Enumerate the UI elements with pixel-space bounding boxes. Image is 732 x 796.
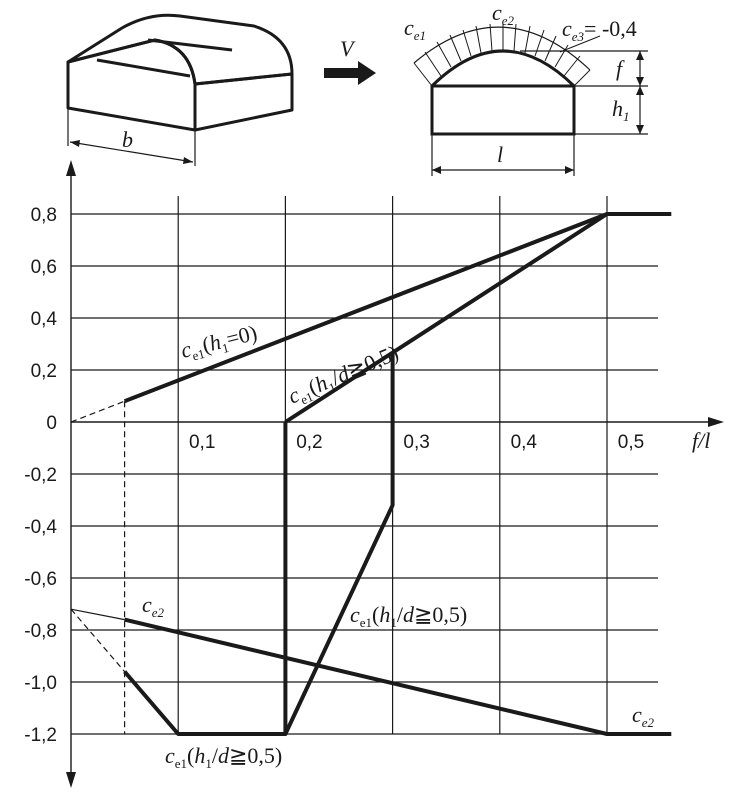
pressure-zone-hatch	[413, 23, 591, 87]
h1-label: h1	[612, 96, 630, 124]
y-axis-arrow-up-icon	[66, 160, 76, 176]
tick-labels: 0,8 0,6 0,4 0,2 0 -0,2 -0,4 -0,6 -0,8 -1,0 -1,2 0,1…	[24, 205, 644, 746]
grid	[71, 196, 658, 735]
wind-arrow-icon	[324, 61, 376, 85]
b-dimension-line	[69, 141, 194, 163]
label-ce1-upper: ce1(h1/d≧0,5)	[284, 340, 403, 412]
y-tick-label-10: -1,2	[24, 725, 57, 746]
y-tick-label-0: 0,8	[31, 205, 57, 226]
series-line-1	[284, 212, 609, 424]
building-sketch	[66, 13, 294, 166]
x-tick-label-0: 0,1	[189, 432, 215, 453]
series-line-4	[124, 617, 672, 736]
section-roof-arch	[430, 49, 576, 88]
series-extension-0	[70, 400, 125, 423]
l-arrow-right	[565, 166, 574, 174]
series-line-0	[123, 212, 672, 404]
wind-arrow	[324, 61, 376, 85]
y-tick-label-1: 0,6	[31, 257, 57, 278]
label-ce1-h1-0: ce1(h1=0)	[178, 320, 260, 366]
label-ce1-lower: ce1(h1/d≧0,5)	[165, 743, 282, 771]
l-arrow-left	[432, 166, 441, 174]
b-arrow-right	[183, 157, 193, 164]
ce3-leader	[559, 35, 601, 53]
y-tick-label-3: 0,2	[31, 361, 57, 382]
section-walls	[430, 84, 576, 136]
ce2-sketch-label: ce2	[492, 0, 515, 28]
series-extension-4	[70, 608, 125, 621]
roof-stripe-2	[96, 58, 191, 78]
series-line-3	[123, 422, 288, 736]
b-label: b	[122, 127, 133, 152]
label-ce2-left: ce2	[142, 592, 165, 620]
section-sketch	[413, 23, 648, 176]
label-ce2-right: ce2	[632, 702, 655, 730]
h1-arrow-bottom	[636, 125, 644, 134]
y-tick-label-6: -0,4	[24, 517, 57, 538]
y-tick-label-8: -0,8	[24, 621, 57, 642]
wind-label: V	[340, 36, 356, 61]
roof-stripe-1	[147, 38, 233, 52]
x-tick-label-2: 0,3	[403, 432, 429, 453]
y-tick-label-4: 0	[46, 413, 57, 434]
series	[70, 212, 672, 736]
building-side-face	[194, 72, 294, 132]
y-tick-label-9: -1,0	[24, 673, 57, 694]
series-line-2	[283, 351, 395, 735]
label-ce1-middle: ce1(h1/d≧0,5)	[350, 602, 467, 630]
h1-arrow-top	[636, 86, 644, 95]
pressure-zone-outer	[413, 26, 591, 71]
l-label: l	[497, 142, 503, 167]
series-extension-3	[70, 608, 126, 672]
y-axis-arrow-down-icon	[66, 772, 76, 788]
x-axis-arrow-icon	[708, 417, 724, 427]
b-arrow-left	[70, 140, 80, 147]
x-tick-label-3: 0,4	[511, 432, 538, 453]
f-arrow-bottom	[636, 77, 644, 86]
ce1-sketch-label: ce1	[404, 15, 426, 43]
f-label: f	[616, 56, 625, 81]
x-axis-label: f/l	[692, 428, 710, 453]
y-tick-label-7: -0,6	[24, 569, 57, 590]
y-tick-label-5: -0,2	[24, 465, 57, 486]
x-tick-label-1: 0,2	[296, 432, 322, 453]
y-tick-label-2: 0,4	[31, 309, 58, 330]
building-front-face	[66, 38, 197, 132]
ce3-sketch-label: ce3= -0,4	[562, 16, 637, 44]
x-tick-label-4: 0,5	[618, 432, 644, 453]
f-arrow-top	[636, 51, 644, 60]
